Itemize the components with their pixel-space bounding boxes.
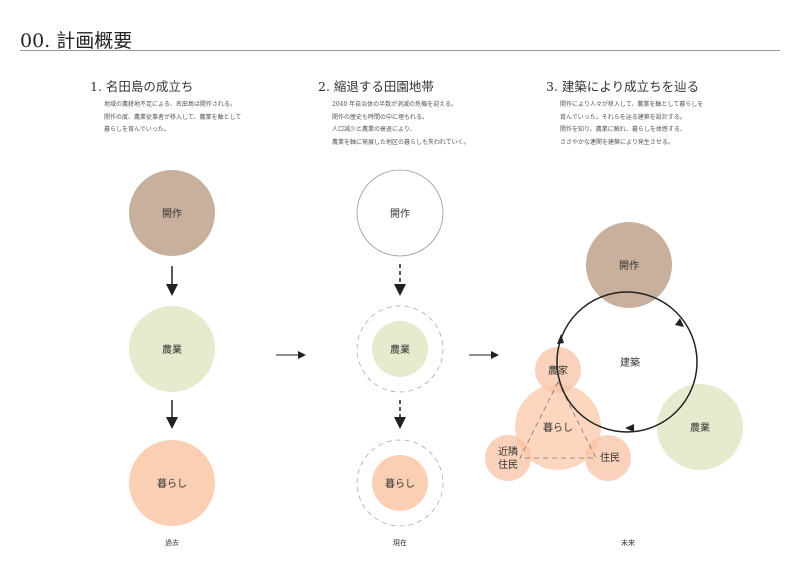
text-line: 育んでいった。それらを辿る建築を設計する。 [560, 113, 686, 121]
page-title: 00. 計画概要 [20, 30, 133, 52]
section-decline: 2. 縮退する田園地帯 2040 年自治体の半数が消滅の危機を迎える。開作の歴史… [318, 76, 470, 149]
present-kurashi-label: 暮らし [385, 477, 415, 490]
section-origin: 1. 名田島の成立ち 地域の農耕地不足による、名田島は開作される。開作の度、農業… [90, 76, 241, 137]
text-line: 開作の歴史も時間の中に埋もれる。 [332, 113, 429, 121]
cycle-arrow-icon [625, 424, 634, 432]
section-heading: 3. 建築により成立ちを辿る [546, 79, 700, 94]
title-divider [20, 50, 780, 51]
text-line: 開作により人々が移入して、農業を軸として暮らしを [560, 101, 704, 108]
past-nougyou-label: 農業 [162, 343, 182, 356]
text-line: ささやかな連関を建築により発生させる。 [560, 138, 674, 146]
past-label: 過去 [165, 538, 179, 547]
present-nougyou-label: 農業 [390, 343, 410, 356]
section-architecture: 3. 建築により成立ちを辿る 開作により人々が移入して、農業を軸として暮らしを育… [546, 76, 703, 149]
past-kurashi-circle [129, 440, 215, 526]
future-kaisaku-label: 開作 [619, 260, 639, 272]
past-kaisaku-label: 開作 [162, 208, 182, 220]
kenchiku-label: 建築 [620, 356, 640, 369]
present-nougyou-dashed-ring [356, 305, 444, 393]
present-kurashi-dashed-ring [356, 439, 444, 527]
present-label: 現在 [393, 538, 407, 547]
future-kurashi-label: 暮らし [543, 421, 573, 434]
text-line: 開作の度、農業従事者が移入して、農業を軸として [104, 113, 242, 121]
section-heading: 2. 縮退する田園地帯 [318, 79, 434, 94]
cycle-arrow-icon [557, 334, 564, 344]
section-text: 開作により人々が移入して、農業を軸として暮らしを育んでいった。それらを辿る建築を… [560, 99, 703, 149]
kenchiku-cycle-ring [556, 291, 698, 433]
future-nougyou-label: 農業 [690, 421, 710, 434]
text-line: 開作を知り、農業に触れ、暮らしを体感する、 [560, 126, 686, 133]
text-line: 地域の農耕地不足による、名田島は開作される。 [104, 101, 236, 108]
present-kaisaku-label: 開作 [390, 208, 410, 220]
future-kaisaku-circle [586, 222, 672, 308]
section-text: 2040 年自治体の半数が消滅の危機を迎える。開作の歴史も時間の中に埋もれる。人… [332, 99, 470, 149]
kinrin-jumin-label: 住民 [498, 458, 518, 471]
future-kurashi-circle [515, 384, 601, 470]
section-heading: 1. 名田島の成立ち [90, 79, 194, 94]
text-line: 人口減少と農業の衰退により、 [332, 126, 416, 133]
section-text: 地域の農耕地不足による、名田島は開作される。開作の度、農業従事者が移入して、農業… [104, 99, 241, 137]
jumin-label: 住民 [600, 451, 620, 464]
kinrin-jumin-circle [485, 435, 531, 481]
past-nougyou-circle [129, 306, 215, 392]
past-kurashi-label: 暮らし [157, 477, 187, 490]
cycle-arrow-icon [675, 318, 684, 327]
text-line: 農業を軸に発展した地区の暮らしも失われていく。 [332, 138, 470, 146]
kinrin-label: 近隣 [498, 445, 518, 458]
present-kaisaku-circle [356, 169, 444, 257]
text-line: 暮らしを育んでいった。 [104, 126, 170, 133]
future-label: 未来 [621, 538, 635, 547]
nouka-label: 農家 [548, 364, 568, 377]
jumin-circle [585, 435, 631, 481]
past-kaisaku-circle [129, 170, 215, 256]
present-nougyou-circle [372, 321, 428, 377]
future-nougyou-circle [657, 384, 743, 470]
text-line: 2040 年自治体の半数が消滅の危機を迎える。 [332, 101, 457, 108]
present-kurashi-circle [372, 455, 428, 511]
